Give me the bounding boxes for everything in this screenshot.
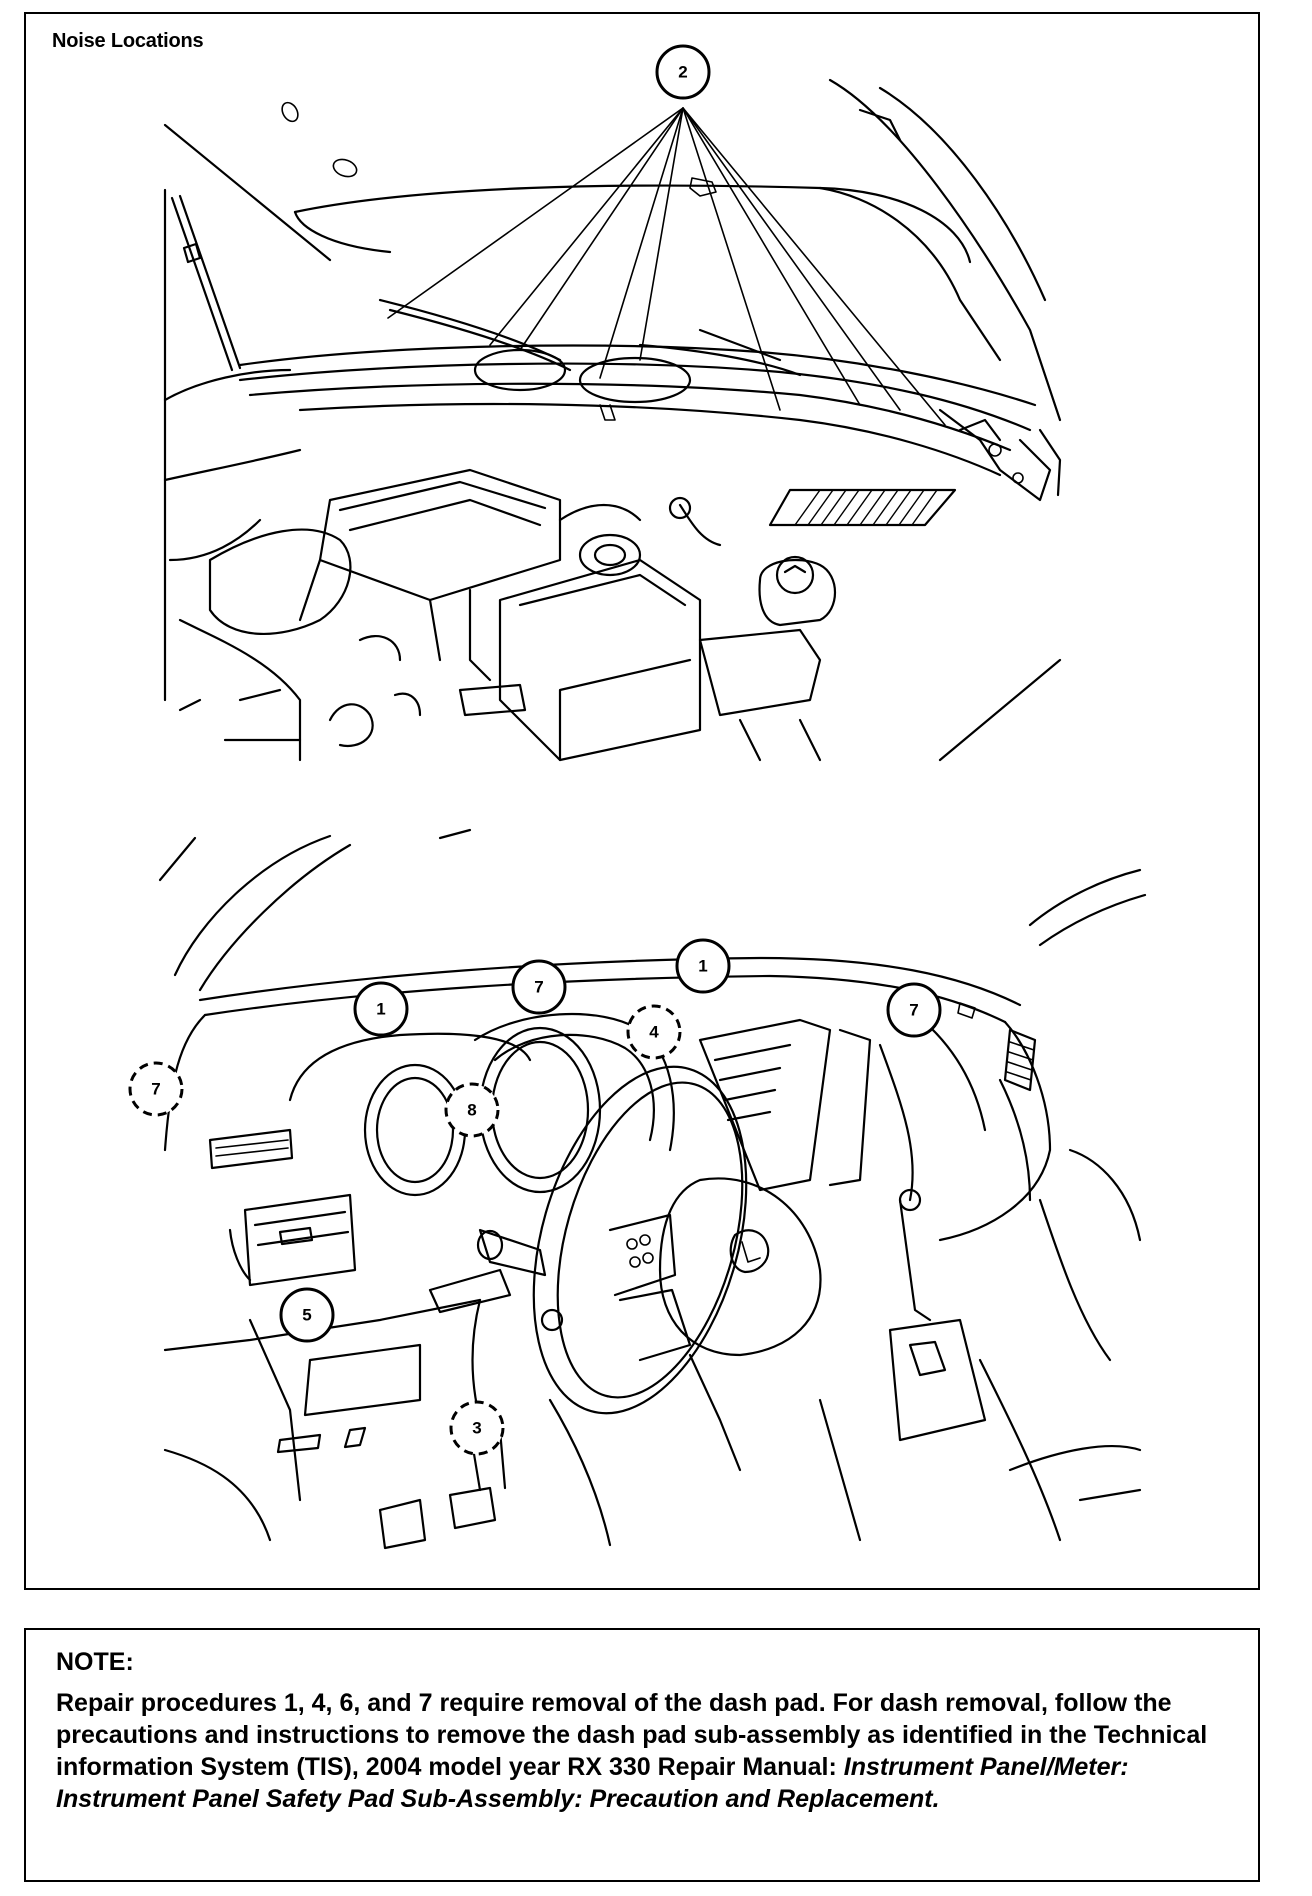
figure-frame <box>24 12 1260 1590</box>
cabin-filter-hatch <box>794 489 938 526</box>
callout-1-left: 1 <box>353 981 409 1037</box>
figure-title: Noise Locations <box>52 30 204 52</box>
callout-1-right: 1 <box>675 938 731 994</box>
callout-7-left-label: 7 <box>151 1080 160 1099</box>
callout-8-label: 8 <box>467 1101 476 1120</box>
engine-bay-illustration <box>163 78 1062 762</box>
callout-4: 4 <box>626 1004 682 1060</box>
callout-5: 5 <box>279 1287 335 1343</box>
diagram: 2 1 7 1 7 4 7 8 5 3 <box>128 44 1147 1550</box>
callout-3: 3 <box>449 1400 505 1456</box>
callout-7-right-label: 7 <box>909 1001 918 1020</box>
callout-7-right: 7 <box>886 982 942 1038</box>
note-body: Repair procedures 1, 4, 6, and 7 require… <box>56 1687 1216 1815</box>
callout-7-top-center: 7 <box>511 959 567 1015</box>
callout-3-label: 3 <box>472 1419 481 1438</box>
note-box <box>24 1628 1260 1882</box>
callout-2: 2 <box>655 44 711 100</box>
instrument-panel-illustration <box>158 828 1147 1550</box>
callout-1-left-label: 1 <box>376 1000 385 1019</box>
note-heading: NOTE: <box>56 1648 134 1676</box>
callout-7-left: 7 <box>128 1061 184 1117</box>
callout-2-label: 2 <box>678 63 687 82</box>
callout-5-label: 5 <box>302 1306 311 1325</box>
callout-7-top-center-label: 7 <box>534 978 543 997</box>
callout-2-leader-lines <box>387 107 946 426</box>
callout-1-right-label: 1 <box>698 957 707 976</box>
callout-8: 8 <box>444 1082 500 1138</box>
note-body-plain: Repair procedures 1, 4, 6, and 7 require… <box>56 1689 1208 1781</box>
callout-4-label: 4 <box>649 1023 659 1042</box>
note-body-italic: Instrument Panel/Meter: Instrument Panel… <box>56 1753 1129 1813</box>
